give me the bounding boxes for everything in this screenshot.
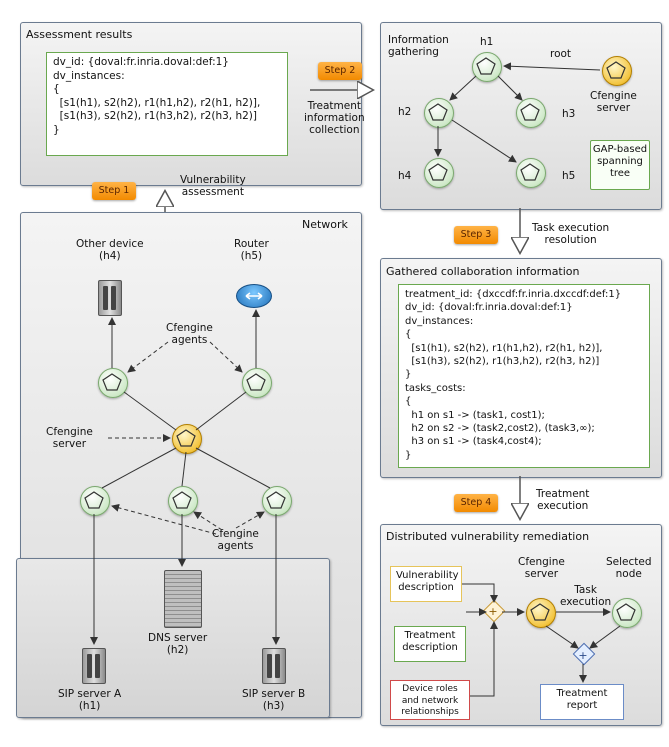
sip-server-b-label: SIP server B (h3) (242, 688, 306, 712)
collaboration-code-box: treatment_id: {dxccdf:fr.inria.dxccdf:de… (398, 284, 650, 468)
collab-code-line: dv_instances: (405, 315, 474, 327)
other-device-label: Other device (h4) (76, 238, 144, 262)
assessment-code-line: dv_id: {doval:fr.inria.doval:def:1} (53, 56, 229, 68)
collab-code-line: tasks_costs: (405, 382, 466, 394)
treatment-description-doc: Treatment description (394, 626, 466, 662)
assessment-results-title: Assessment results (26, 28, 133, 41)
collab-code-line: [s1(h3), s2(h2), r1(h3,h2), r2(h3, h2)] (405, 356, 600, 368)
collab-code-line: dv_id: {doval:fr.inria.doval:def:1} (405, 302, 573, 314)
node-h3 (516, 98, 546, 128)
assessment-code-line: { (53, 83, 60, 95)
task-execution-label: Task execution (560, 584, 612, 608)
node-h5 (516, 158, 546, 188)
assessment-code-box: dv_id: {doval:fr.inria.doval:def:1} dv_i… (46, 52, 288, 156)
assessment-code-line: [s1(h3), s2(h2), r1(h3,h2), r2(h3, h2)] (53, 110, 257, 122)
node-label-h5: h5 (562, 170, 576, 182)
collab-code-line: h3 on s1 -> (task4,cost4); (405, 436, 542, 448)
step-4-label: Treatment execution (536, 488, 590, 512)
remediation-title: Distributed vulnerability remediation (386, 530, 590, 543)
step-2-label: Treatment information collection (304, 100, 365, 136)
agent-node-top-left (98, 368, 128, 398)
collab-code-line: treatment_id: {dxccdf:fr.inria.dxccdf:de… (405, 289, 622, 300)
treatment-report-doc: Treatment report (540, 684, 624, 720)
gap-spanning-tree-box: GAP-based spanning tree (590, 140, 650, 190)
cfengine-server-label-top: Cfengine server (590, 90, 637, 114)
agent-node-top-right (242, 368, 272, 398)
cfengine-agents-top-label: Cfengine agents (166, 322, 213, 346)
router-label: Router (h5) (234, 238, 269, 262)
other-device-server-icon (98, 280, 122, 316)
cfengine-server-remediation-label: Cfengine server (518, 556, 565, 580)
collab-code-line: { (405, 396, 412, 408)
selected-node (612, 598, 642, 628)
cfengine-server-network-label: Cfengine server (46, 426, 93, 450)
assessment-code-line: dv_instances: (53, 69, 125, 82)
cfengine-server-node-remediation (526, 598, 556, 628)
dns-server-rack-icon (164, 570, 202, 628)
sip-server-a-label: SIP server A (h1) (58, 688, 122, 712)
agent-node-bottom-right (262, 486, 292, 516)
selected-node-label: Selected node (606, 556, 652, 580)
vulnerability-description-doc: Vulnerability description (390, 566, 462, 602)
collaboration-title: Gathered collaboration information (386, 265, 580, 278)
collab-code-line: [s1(h1), s2(h2), r1(h1,h2), r2(h1, h2)], (405, 342, 603, 354)
collab-code-line: { (405, 329, 412, 341)
cfengine-server-node-top (602, 56, 632, 86)
step-1-badge: Step 1 (92, 182, 136, 200)
collab-code-line: h2 on s2 -> (task2,cost2), (task3,∞); (405, 423, 595, 435)
step-2-badge: Step 2 (318, 62, 362, 80)
network-title: Network (302, 218, 348, 231)
step-1-label: Vulnerability assessment (180, 174, 246, 198)
node-label-h3: h3 (562, 108, 576, 120)
node-label-h2: h2 (398, 106, 412, 118)
sip-server-b-icon (262, 648, 286, 684)
router-icon (236, 284, 272, 308)
assessment-code-line: } (53, 123, 60, 136)
info-gathering-title: Information gathering (388, 34, 449, 58)
step-3-label: Task execution resolution (532, 222, 610, 246)
assessment-code-line: [s1(h1), s2(h2), r1(h1,h2), r2(h1, h2)], (53, 96, 261, 109)
agent-node-bottom-left (80, 486, 110, 516)
step-4-badge: Step 4 (454, 494, 498, 512)
agent-node-bottom-middle (168, 486, 198, 516)
node-label-h1: h1 (480, 36, 494, 48)
cfengine-server-node-network (172, 424, 202, 454)
cfengine-agents-bottom-label: Cfengine agents (212, 528, 259, 552)
node-h4 (424, 158, 454, 188)
node-h2 (424, 98, 454, 128)
device-roles-doc: Device roles and network relationships (390, 680, 470, 720)
collab-code-line: } (405, 369, 412, 381)
node-label-h4: h4 (398, 170, 412, 182)
dns-server-label: DNS server (h2) (148, 632, 208, 656)
step-3-badge: Step 3 (454, 226, 498, 244)
sip-server-a-icon (82, 648, 106, 684)
collab-code-line: } (405, 449, 412, 461)
collab-code-line: h1 on s1 -> (task1, cost1); (405, 409, 545, 421)
root-label: root (550, 48, 572, 60)
node-h1 (472, 52, 502, 82)
router-arrows-icon (245, 292, 263, 300)
